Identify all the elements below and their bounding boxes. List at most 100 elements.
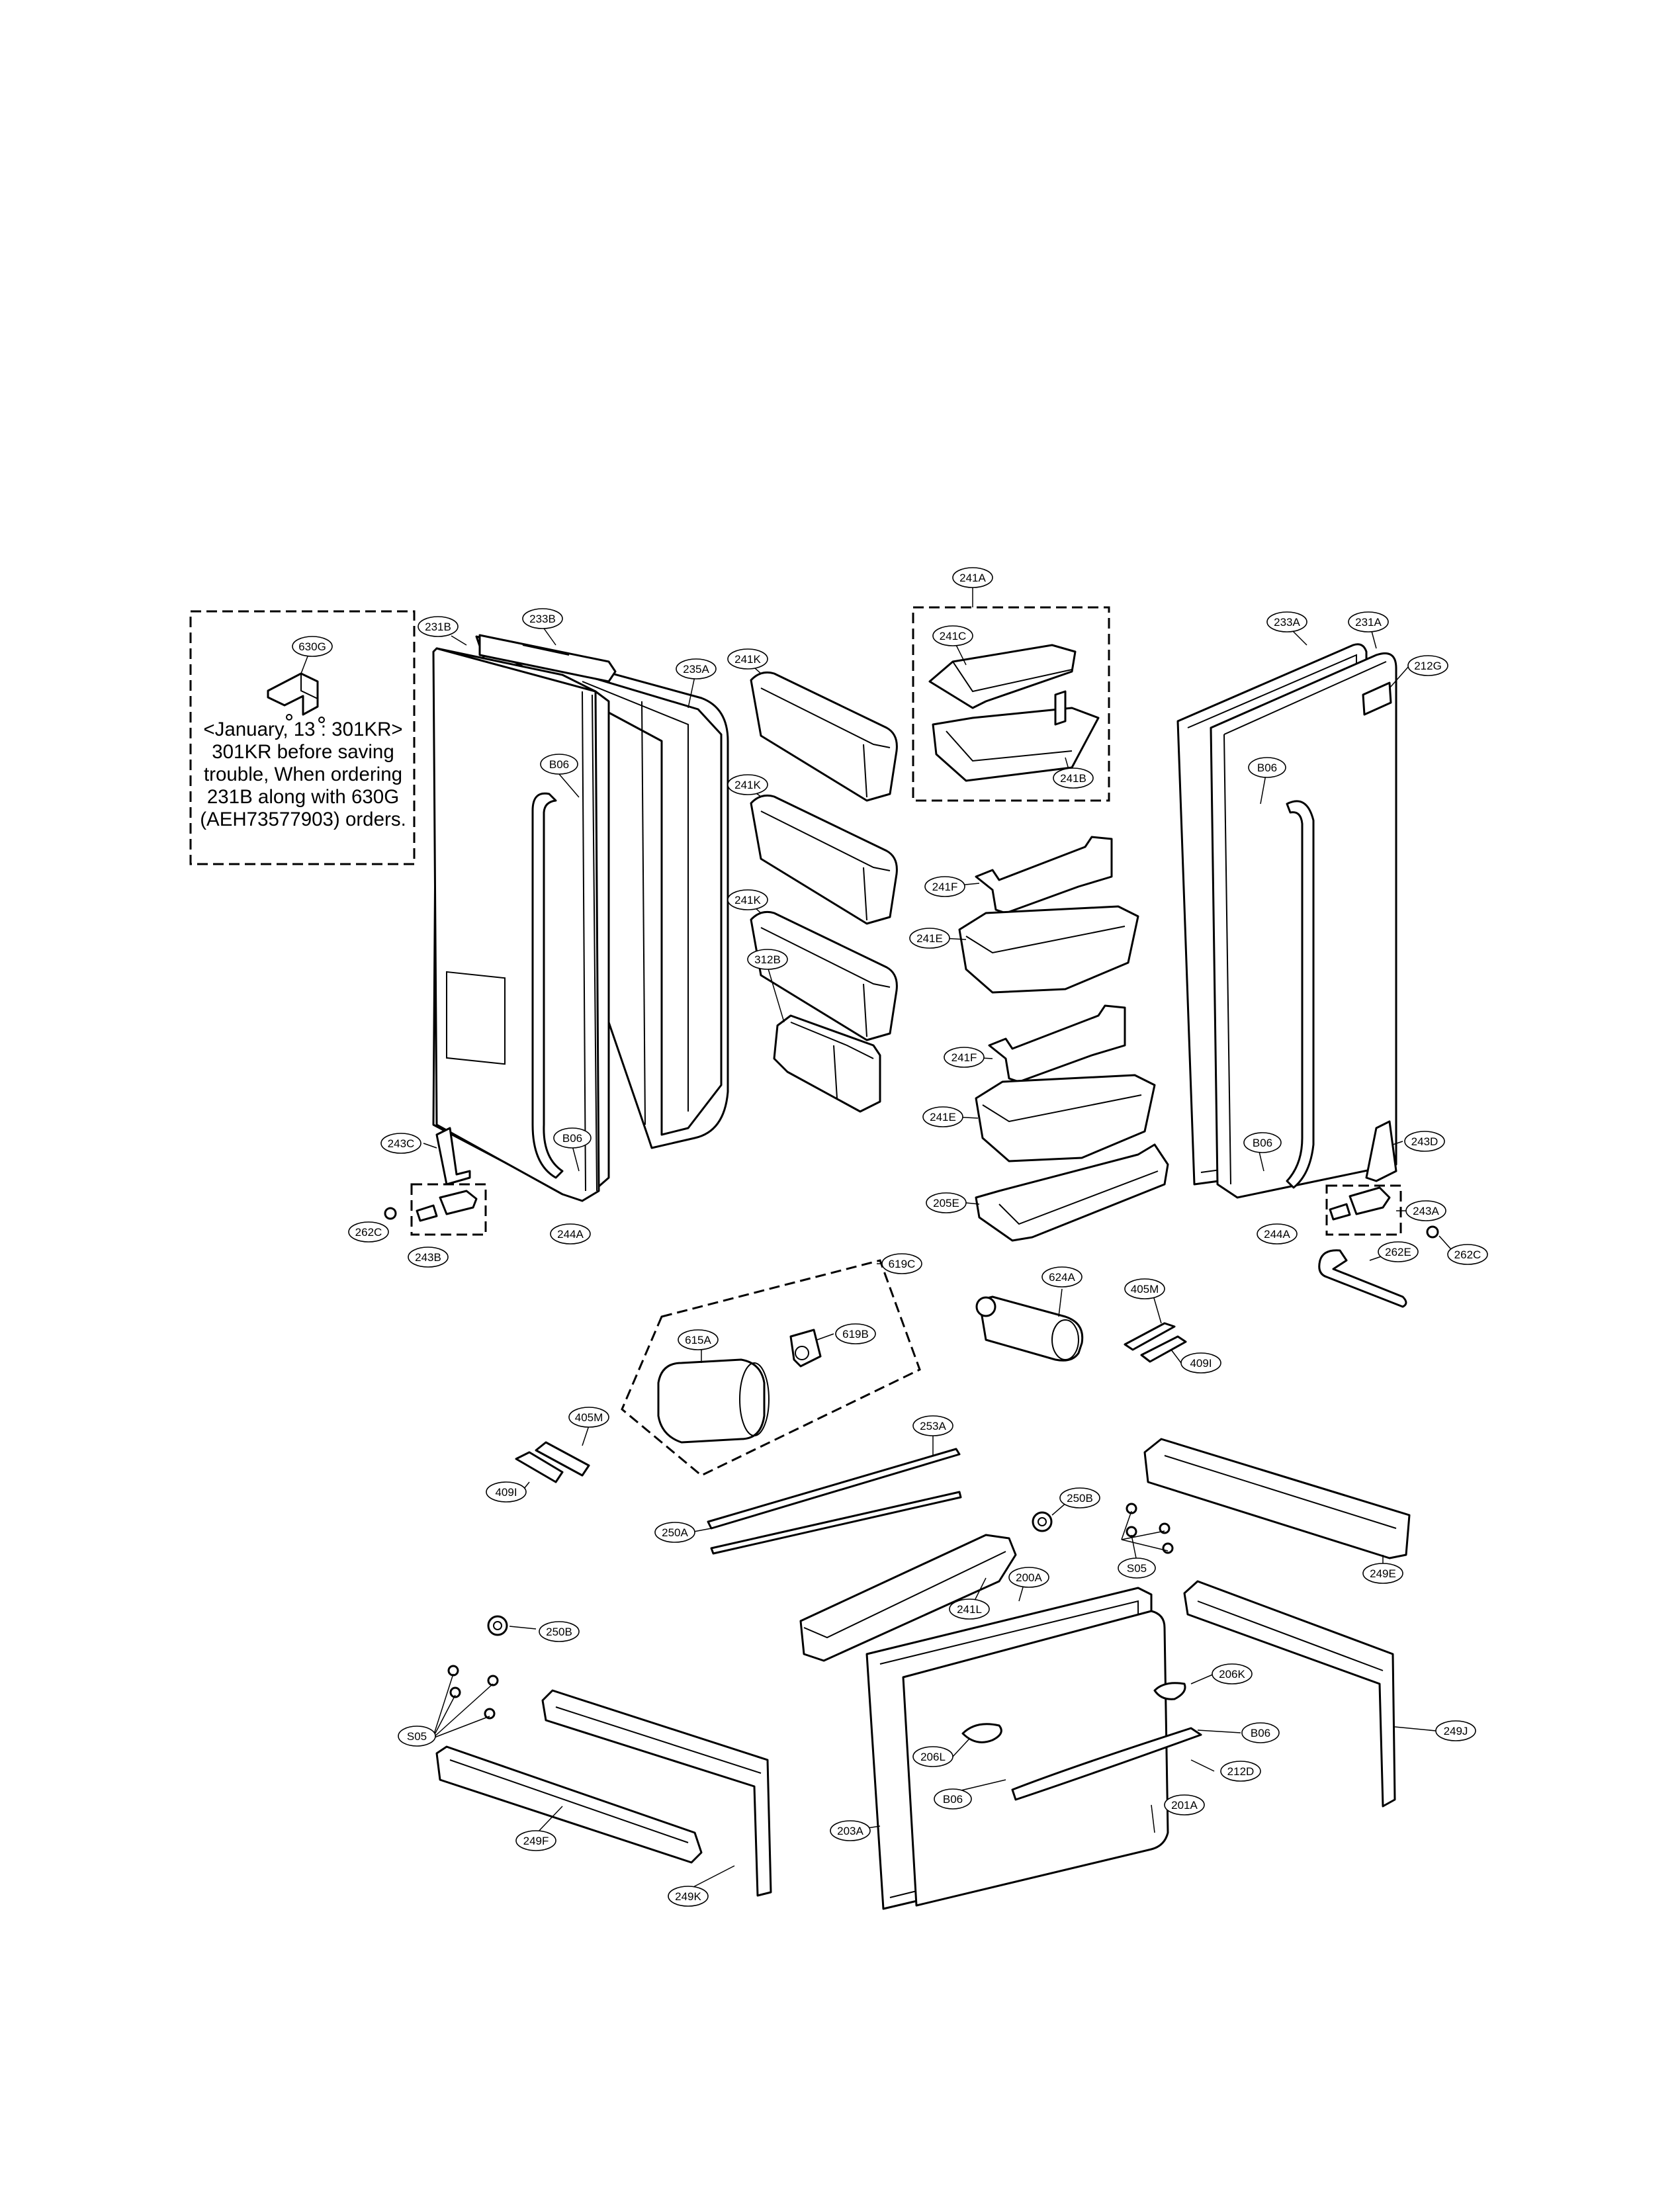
door-bin-241k-1 (750, 671, 898, 802)
callout-206k: 206K (1212, 1663, 1253, 1685)
callout-b06-3: B06 (553, 1127, 592, 1149)
callout-624a: 624A (1041, 1266, 1083, 1288)
svg-text:212G: 212G (1414, 660, 1442, 672)
note-line-2: 301KR before saving (212, 741, 394, 763)
svg-text:B06: B06 (549, 758, 569, 771)
svg-text:241K: 241K (734, 894, 761, 906)
svg-text:409I: 409I (495, 1486, 517, 1499)
callout-b06-4: B06 (1243, 1132, 1282, 1153)
callout-262e: 262E (1378, 1241, 1419, 1262)
gear-250b-right (1032, 1511, 1053, 1532)
svg-text:206K: 206K (1219, 1668, 1245, 1681)
bin-divider-241f-2 (988, 1004, 1126, 1083)
callout-231b: 231B (418, 616, 459, 637)
svg-text:B06: B06 (943, 1793, 963, 1806)
bin-241e-1 (958, 905, 1139, 994)
svg-text:250B: 250B (1067, 1492, 1093, 1505)
rail-249f (435, 1745, 703, 1864)
svg-text:244A: 244A (557, 1228, 584, 1241)
callout-409i-left: 409I (486, 1481, 527, 1503)
svg-text:231B: 231B (425, 621, 451, 633)
callout-249e: 249E (1362, 1563, 1403, 1584)
svg-text:241K: 241K (734, 779, 761, 791)
svg-text:B06: B06 (1253, 1137, 1272, 1149)
svg-text:S05: S05 (1127, 1562, 1147, 1575)
svg-text:243C: 243C (388, 1137, 415, 1150)
svg-text:249F: 249F (523, 1835, 549, 1847)
svg-text:235A: 235A (683, 663, 709, 676)
callout-619c: 619C (881, 1253, 922, 1274)
callout-205e: 205E (926, 1192, 967, 1213)
note-line-4: 231B along with 630G (206, 786, 400, 808)
callout-s05-right: S05 (1118, 1557, 1156, 1579)
bracket-405m-right (1124, 1322, 1187, 1363)
callout-233a: 233A (1266, 611, 1307, 633)
callout-s05-left: S05 (398, 1726, 436, 1747)
svg-text:630G: 630G (298, 640, 326, 653)
callout-200a: 200A (1008, 1567, 1049, 1588)
svg-text:241C: 241C (940, 630, 967, 642)
svg-text:615A: 615A (685, 1334, 711, 1346)
svg-text:241F: 241F (932, 881, 958, 893)
callout-244a-right: 244A (1257, 1223, 1298, 1245)
callout-630g: 630G (292, 636, 333, 657)
hinge-243d (1365, 1120, 1397, 1182)
svg-text:B06: B06 (562, 1132, 582, 1145)
part-312b (773, 1014, 881, 1113)
svg-text:205E: 205E (933, 1197, 959, 1209)
hinge-243b-box (410, 1183, 487, 1236)
svg-text:241K: 241K (734, 653, 761, 666)
callout-249k: 249K (668, 1886, 709, 1907)
svg-text:250B: 250B (546, 1626, 572, 1638)
callout-231a: 231A (1348, 611, 1389, 633)
rail-250a (710, 1491, 962, 1555)
callout-409i-right: 409I (1180, 1352, 1221, 1374)
callout-235a: 235A (676, 658, 717, 679)
callout-241a: 241A (952, 567, 993, 588)
callout-243c: 243C (380, 1133, 421, 1154)
svg-text:262C: 262C (1454, 1248, 1481, 1261)
svg-text:200A: 200A (1016, 1571, 1042, 1584)
callout-250b-right: 250B (1059, 1487, 1100, 1509)
callout-241k-1: 241K (727, 648, 768, 670)
callout-201a: 201A (1164, 1794, 1205, 1816)
bin-205e (975, 1143, 1169, 1242)
note-line-3: trouble, When ordering (203, 764, 403, 785)
callout-262c-left: 262C (348, 1221, 389, 1243)
svg-text:619C: 619C (889, 1258, 916, 1270)
svg-text:S05: S05 (407, 1730, 427, 1743)
callout-b06-5: B06 (1241, 1722, 1280, 1743)
callout-241e-2: 241E (922, 1106, 963, 1127)
callout-619b: 619B (835, 1323, 876, 1344)
ordering-note: <January, 13 : 301KR> 301KR before savin… (193, 719, 413, 831)
svg-text:405M: 405M (575, 1411, 603, 1424)
callout-253a: 253A (912, 1415, 953, 1436)
door-bin-241k-3 (750, 910, 898, 1041)
right-door-assembly (1176, 643, 1397, 1199)
bracket-405m-left (515, 1441, 590, 1483)
callout-262c-right: 262C (1447, 1244, 1488, 1265)
callout-b06-1: B06 (540, 754, 578, 775)
callout-241e-1: 241E (909, 928, 950, 949)
callout-241f-2: 241F (944, 1047, 985, 1068)
note-line-5: (AEH73577903) orders. (200, 809, 406, 830)
rail-249e (1143, 1438, 1411, 1559)
callout-241f-1: 241F (924, 876, 965, 897)
callout-b06-2: B06 (1248, 757, 1286, 778)
svg-text:241F: 241F (951, 1051, 977, 1064)
gear-250b-left (487, 1615, 508, 1636)
svg-text:244A: 244A (1264, 1228, 1290, 1241)
svg-text:241A: 241A (959, 572, 986, 584)
bin-241l (799, 1534, 1017, 1662)
svg-text:619B: 619B (842, 1328, 869, 1340)
washer-262c-left (384, 1207, 397, 1220)
hinge-243a-box (1325, 1184, 1402, 1236)
callout-249j: 249J (1435, 1720, 1476, 1741)
bin-241a-box (912, 606, 1110, 802)
callout-b06-6: B06 (934, 1788, 972, 1810)
callout-405m-right: 405M (1124, 1278, 1165, 1299)
callout-250a: 250A (654, 1522, 695, 1543)
svg-text:231A: 231A (1355, 616, 1382, 629)
svg-text:203A: 203A (837, 1825, 863, 1837)
svg-text:262C: 262C (355, 1226, 382, 1239)
